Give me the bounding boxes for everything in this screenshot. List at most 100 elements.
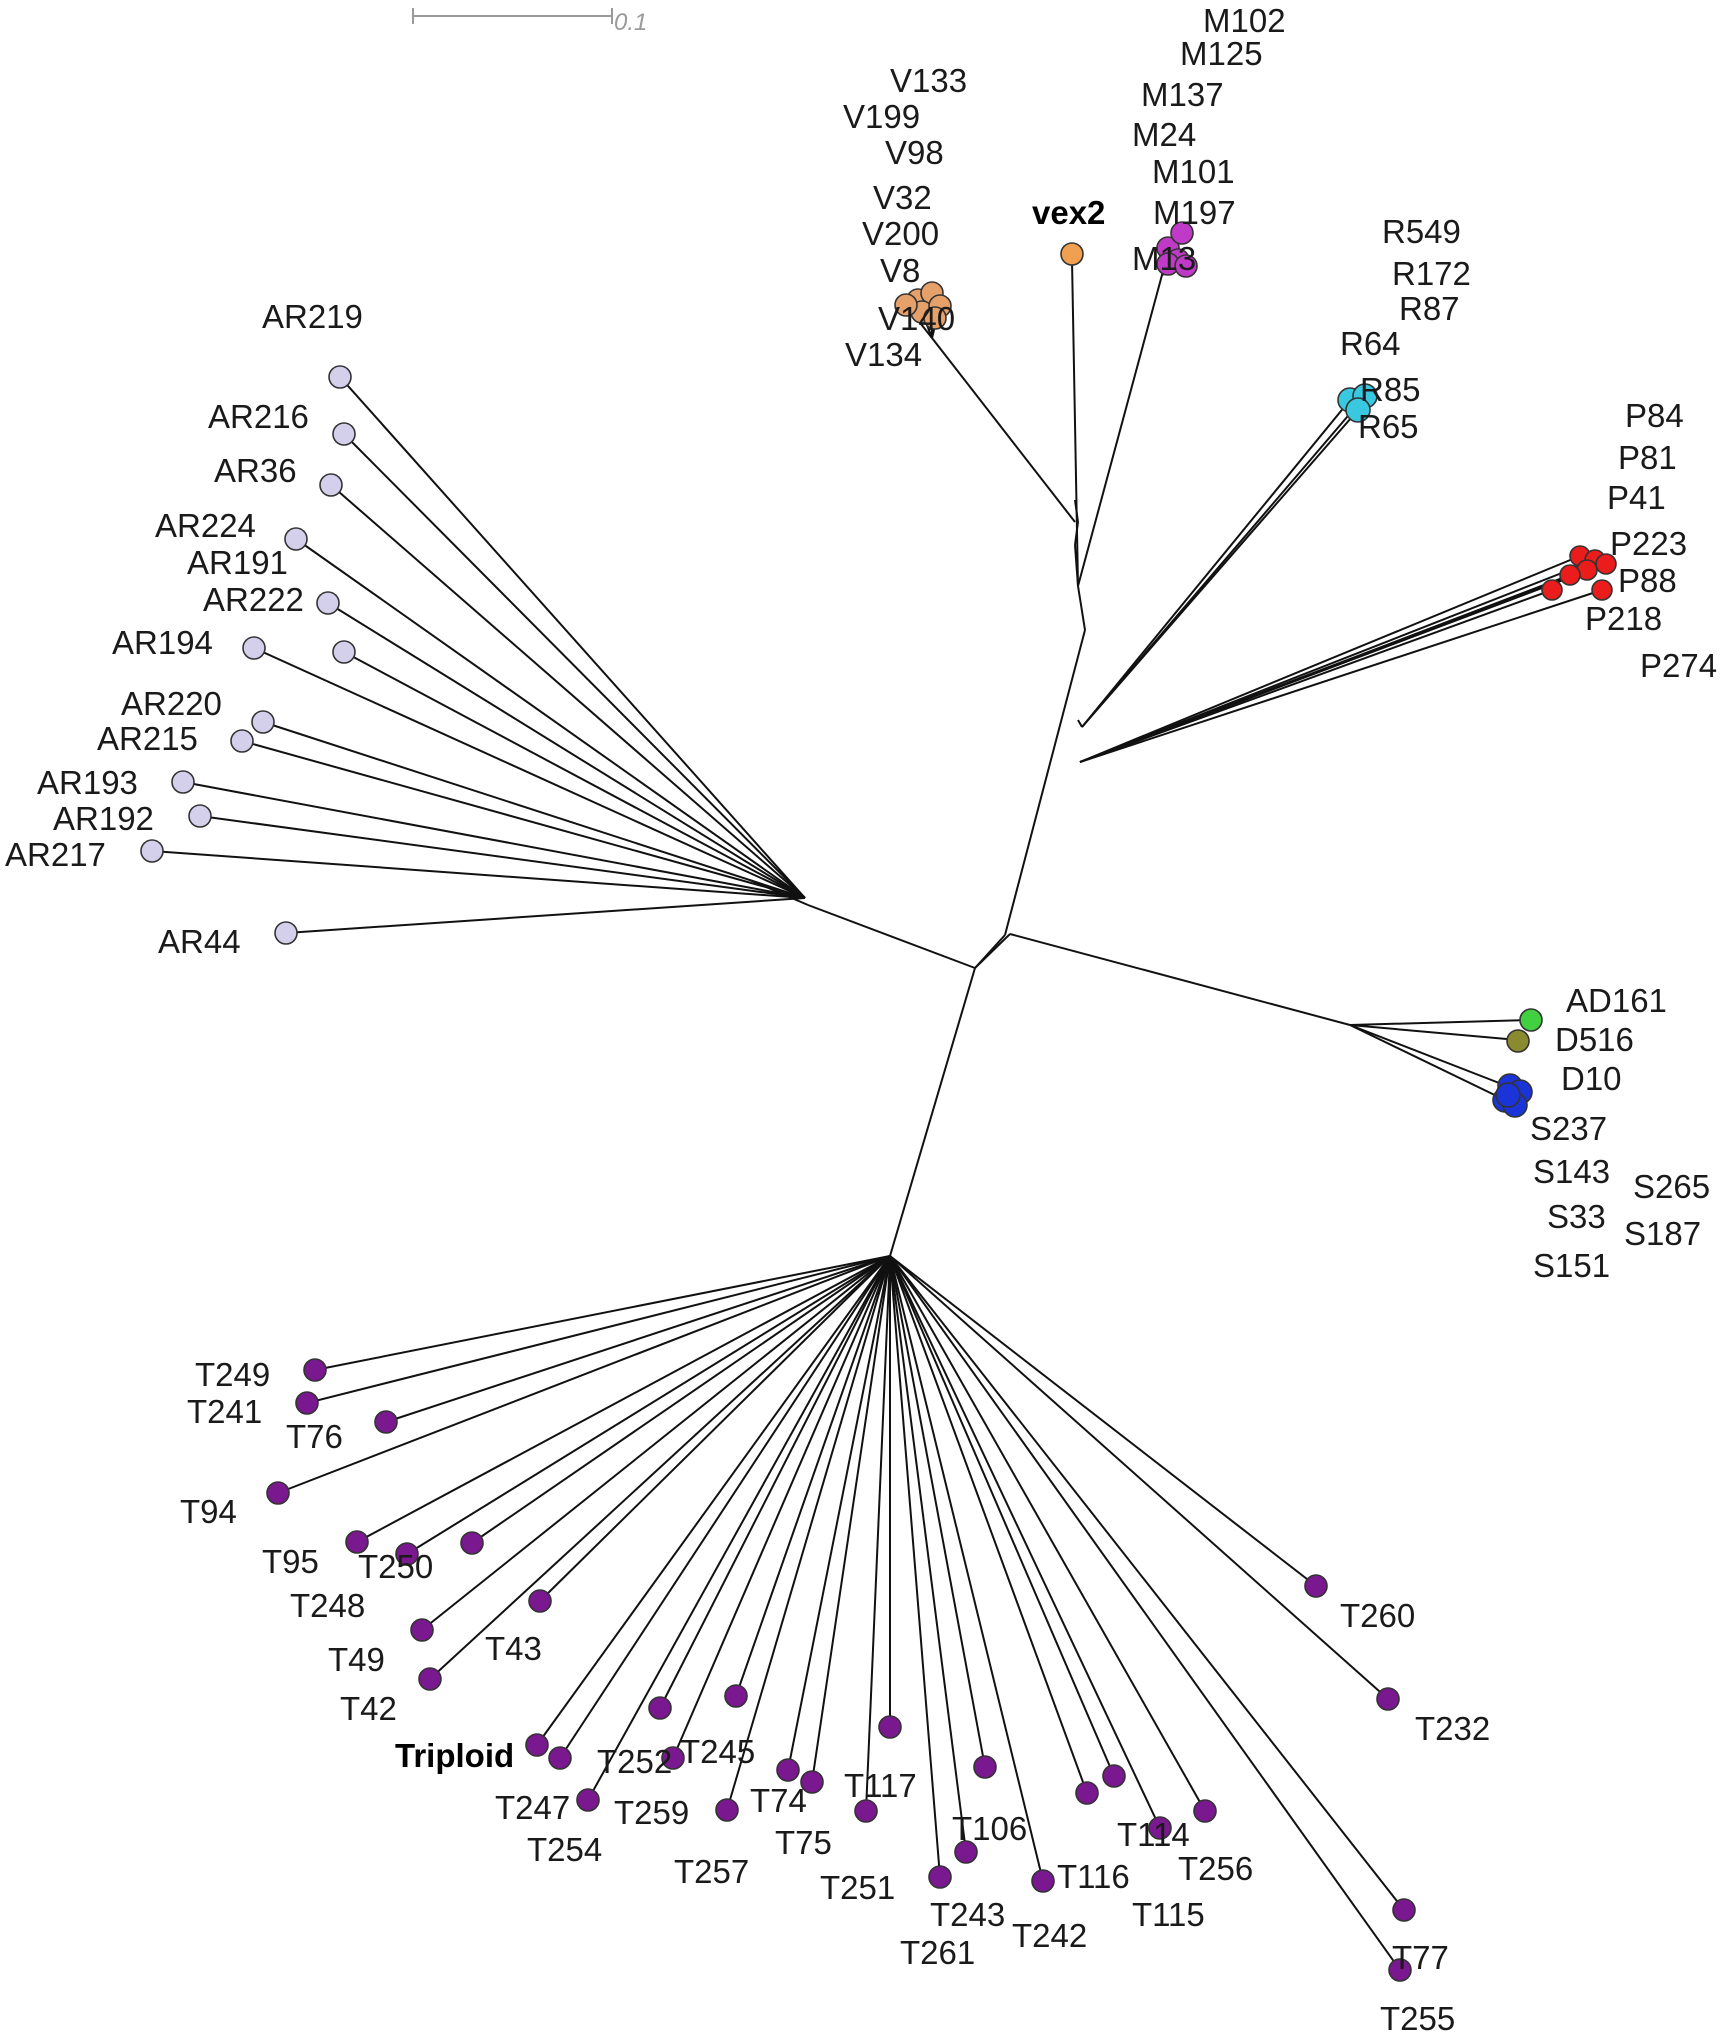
tip-ar44 bbox=[274, 921, 298, 945]
tip-p-3 bbox=[1595, 553, 1617, 575]
taxon-label-t247: T247 bbox=[495, 1789, 570, 1826]
tip-ar216 bbox=[332, 422, 356, 446]
tip-v-5 bbox=[923, 306, 947, 330]
taxon-label-t252: T252 bbox=[597, 1743, 672, 1780]
taxon-label-t116: T116 bbox=[1057, 1858, 1130, 1895]
branch-t42 bbox=[429, 1255, 891, 1680]
tip-t42 bbox=[418, 1667, 442, 1691]
tip-t117 bbox=[878, 1715, 902, 1739]
taxon-label-t248: T248 bbox=[290, 1587, 365, 1624]
taxon-label-s151: S151 bbox=[1533, 1247, 1610, 1284]
taxon-label-p223: P223 bbox=[1610, 525, 1687, 562]
taxon-label-t43: T43 bbox=[485, 1630, 542, 1667]
branch-t256 bbox=[889, 1255, 1206, 1812]
tip-vex2 bbox=[1060, 242, 1084, 266]
branch-ar192 bbox=[199, 815, 806, 899]
taxon-label-t242: T242 bbox=[1012, 1917, 1087, 1954]
taxon-label-m197: M197 bbox=[1153, 194, 1236, 231]
tip-triploid bbox=[525, 1733, 549, 1757]
tip-d516 bbox=[1506, 1029, 1530, 1053]
tip-t250 bbox=[395, 1542, 419, 1566]
branch-ar224 bbox=[295, 538, 806, 899]
branch-t114 bbox=[889, 1255, 1115, 1777]
tree-labels: AR219AR216AR36AR224AR191AR222AR194AR220A… bbox=[5, 2, 1717, 2037]
branch-d516 bbox=[1349, 1024, 1519, 1041]
tip-m-4 bbox=[1174, 254, 1198, 278]
branch-t249 bbox=[314, 1255, 891, 1371]
taxon-label-d10: D10 bbox=[1561, 1060, 1622, 1097]
tip-t249 bbox=[303, 1358, 327, 1382]
taxon-label-t249: T249 bbox=[195, 1356, 270, 1393]
branch-t95 bbox=[356, 1255, 891, 1543]
tip-m-2 bbox=[1170, 221, 1194, 245]
taxon-label-ar220: AR220 bbox=[121, 685, 222, 722]
tree-tips bbox=[140, 221, 1617, 1982]
taxon-label-t243: T243 bbox=[930, 1896, 1005, 1933]
internal-branch bbox=[1077, 719, 1083, 728]
taxon-label-s265: S265 bbox=[1633, 1168, 1710, 1205]
tree-branches bbox=[151, 232, 1607, 1971]
taxon-label-p88: P88 bbox=[1618, 562, 1677, 599]
branch-t255 bbox=[889, 1255, 1401, 1971]
taxon-label-v32: V32 bbox=[873, 179, 932, 216]
tip-t232 bbox=[1376, 1687, 1400, 1711]
branch-t241 bbox=[306, 1255, 891, 1404]
taxon-label-s33: S33 bbox=[1547, 1198, 1606, 1235]
taxon-label-d516: D516 bbox=[1555, 1021, 1634, 1058]
taxon-label-s237: S237 bbox=[1530, 1110, 1607, 1147]
tip-t43 bbox=[528, 1589, 552, 1613]
branch-ar191 bbox=[343, 651, 806, 899]
tip-t259 bbox=[715, 1798, 739, 1822]
taxon-label-t42: T42 bbox=[340, 1690, 397, 1727]
taxon-label-t250: T250 bbox=[358, 1548, 433, 1585]
taxon-label-ar44: AR44 bbox=[158, 923, 241, 960]
tip-t49 bbox=[410, 1618, 434, 1642]
branch-t94 bbox=[277, 1255, 891, 1494]
taxon-label-p218: P218 bbox=[1585, 600, 1662, 637]
internal-branch bbox=[889, 967, 976, 1257]
taxon-label-t256: T256 bbox=[1178, 1850, 1253, 1887]
branch-t106 bbox=[889, 1255, 986, 1768]
taxon-label-t49: T49 bbox=[328, 1641, 385, 1678]
branch-t245 bbox=[659, 1255, 891, 1709]
tip-t248 bbox=[460, 1531, 484, 1555]
tip-t260 bbox=[1304, 1574, 1328, 1598]
branch-t252 bbox=[559, 1255, 891, 1759]
tip-ar219 bbox=[328, 365, 352, 389]
branch-ar193 bbox=[182, 781, 806, 899]
tip-t254 bbox=[661, 1746, 685, 1770]
taxon-label-ar219: AR219 bbox=[262, 298, 363, 335]
taxon-label-ar224: AR224 bbox=[155, 507, 256, 544]
taxon-label-ar217: AR217 bbox=[5, 836, 106, 873]
taxon-label-t232: T232 bbox=[1415, 1710, 1490, 1747]
tip-t95 bbox=[345, 1530, 369, 1554]
taxon-label-m24: M24 bbox=[1132, 116, 1196, 153]
branch-t247 bbox=[587, 1255, 891, 1801]
tip-t256 bbox=[1193, 1799, 1217, 1823]
taxon-label-v140: V140 bbox=[878, 300, 955, 337]
taxon-label-r172: R172 bbox=[1392, 255, 1471, 292]
tip-t114 bbox=[1102, 1764, 1126, 1788]
branch-vex2 bbox=[1071, 259, 1079, 587]
taxon-label-r64: R64 bbox=[1340, 325, 1401, 362]
taxon-label-t245: T245 bbox=[680, 1733, 755, 1770]
branch-t232 bbox=[889, 1255, 1389, 1700]
internal-branch bbox=[974, 933, 1011, 969]
taxon-label-ad161: AD161 bbox=[1566, 982, 1667, 1019]
taxon-label-v134: V134 bbox=[845, 336, 922, 373]
taxon-label-v200: V200 bbox=[862, 215, 939, 252]
taxon-label-v8: V8 bbox=[880, 252, 920, 289]
branch-t77 bbox=[889, 1255, 1405, 1911]
tip-ar36 bbox=[319, 473, 343, 497]
tip-p-4 bbox=[1541, 579, 1563, 601]
internal-branch bbox=[807, 904, 976, 969]
tip-t243 bbox=[954, 1840, 978, 1864]
tip-t115 bbox=[1148, 1816, 1172, 1840]
tip-t255 bbox=[1388, 1958, 1412, 1982]
branch-p-5 bbox=[1079, 589, 1603, 763]
taxon-label-ar191: AR191 bbox=[187, 544, 288, 581]
taxon-label-t254: T254 bbox=[527, 1831, 602, 1868]
taxon-label-vex2: vex2 bbox=[1032, 194, 1105, 231]
branch-ar219 bbox=[339, 376, 806, 899]
taxon-label-m13: M13 bbox=[1132, 240, 1196, 277]
